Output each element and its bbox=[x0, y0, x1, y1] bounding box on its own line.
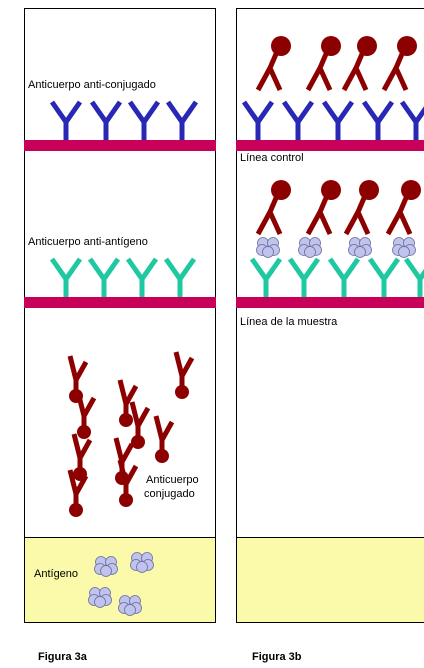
control-line-antibody-row bbox=[241, 100, 424, 140]
antibody-icon bbox=[367, 257, 401, 297]
antibody-icon bbox=[287, 257, 321, 297]
antibody-icon bbox=[361, 100, 395, 140]
control-strip-a bbox=[24, 140, 216, 151]
test-strip-a bbox=[24, 297, 216, 308]
antibody-icon bbox=[127, 100, 161, 140]
conjugated-antibody-icon bbox=[341, 36, 377, 92]
conjugated-antibody-icon bbox=[255, 36, 291, 92]
anti-antigen-antibody-row bbox=[49, 257, 197, 297]
conjugated-antibody-cluster bbox=[67, 351, 195, 517]
antibody-icon bbox=[87, 257, 121, 297]
conjugated-antibody-icon bbox=[153, 415, 175, 463]
sample-pad-b bbox=[236, 537, 424, 623]
conjugated-antibody-icon bbox=[381, 36, 417, 92]
antibody-icon bbox=[403, 257, 424, 297]
conjugated-antibody-icon bbox=[343, 180, 379, 236]
antibody-icon bbox=[249, 257, 283, 297]
sample-line-antibody-row bbox=[249, 257, 424, 297]
antibody-icon bbox=[327, 257, 361, 297]
antibody-icon bbox=[125, 257, 159, 297]
antibody-icon bbox=[49, 100, 83, 140]
conjugated-antibody-icon bbox=[67, 469, 89, 517]
label-antigen: Antígeno bbox=[34, 568, 79, 580]
panel-a-frame bbox=[24, 8, 216, 623]
figure-3a-panel bbox=[24, 8, 216, 623]
bound-conjugate-row-control bbox=[255, 36, 417, 92]
antibody-icon bbox=[399, 100, 424, 140]
conjugated-antibody-icon bbox=[117, 379, 139, 427]
antibody-icon bbox=[89, 100, 123, 140]
conjugated-antibody-icon bbox=[129, 401, 151, 449]
conjugated-antibody-icon bbox=[255, 180, 291, 236]
caption-figure-3a: Figura 3a bbox=[38, 651, 87, 663]
conjugated-antibody-icon bbox=[117, 459, 139, 507]
conjugated-antibody-icon bbox=[173, 351, 195, 399]
control-strip-b bbox=[236, 140, 424, 151]
conjugated-antibody-icon bbox=[71, 433, 93, 481]
label-anti-antigen: Anticuerpo anti-antígeno bbox=[28, 236, 148, 248]
label-control-line: Línea control bbox=[240, 152, 304, 164]
caption-figure-3b: Figura 3b bbox=[252, 651, 302, 663]
anti-conjugate-antibody-row bbox=[49, 100, 199, 140]
antibody-icon bbox=[165, 100, 199, 140]
antigen-cluster-group bbox=[88, 552, 154, 616]
figure-3b-panel bbox=[236, 8, 424, 623]
bound-conjugate-row-sample bbox=[255, 180, 421, 236]
antibody-icon bbox=[163, 257, 197, 297]
panel-b-frame bbox=[236, 8, 424, 623]
antibody-icon bbox=[49, 257, 83, 297]
test-strip-b bbox=[236, 297, 424, 308]
conjugated-antibody-icon bbox=[385, 180, 421, 236]
antigen-icon bbox=[256, 237, 280, 258]
antigen-icon bbox=[130, 552, 154, 573]
bound-antigen-row bbox=[256, 237, 416, 258]
label-conjugate-line2: conjugado bbox=[144, 488, 195, 500]
label-conjugate-line1: Anticuerpo bbox=[146, 474, 199, 486]
conjugated-antibody-icon bbox=[75, 391, 97, 439]
antigen-icon bbox=[118, 595, 142, 616]
antibody-icon bbox=[241, 100, 275, 140]
antigen-icon bbox=[348, 237, 372, 258]
antigen-icon bbox=[298, 237, 322, 258]
antibody-icon bbox=[321, 100, 355, 140]
antibody-icon bbox=[281, 100, 315, 140]
label-anti-conjugate: Anticuerpo anti-conjugado bbox=[28, 79, 156, 91]
antigen-icon bbox=[392, 237, 416, 258]
label-sample-line: Línea de la muestra bbox=[240, 316, 338, 328]
conjugated-antibody-icon bbox=[305, 180, 341, 236]
antigen-icon bbox=[94, 556, 118, 577]
conjugated-antibody-icon bbox=[305, 36, 341, 92]
antigen-icon bbox=[88, 587, 112, 608]
